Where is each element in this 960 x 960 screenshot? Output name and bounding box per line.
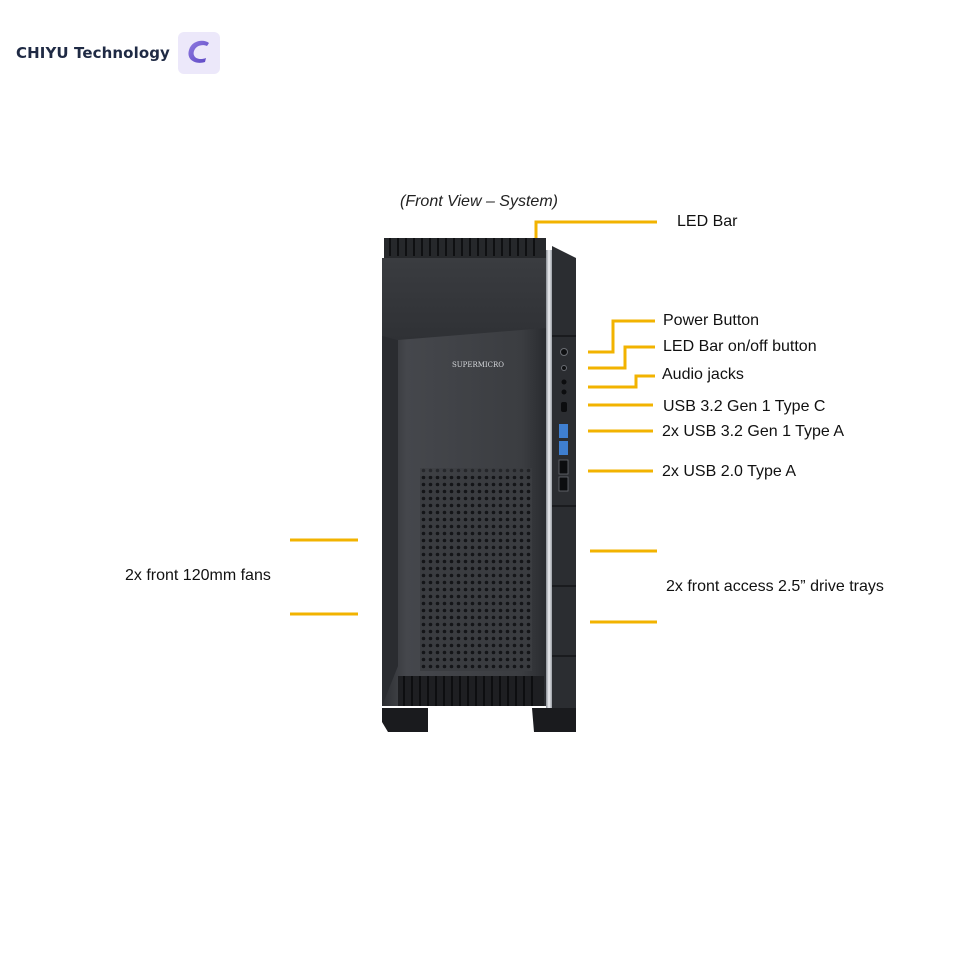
brand-logo-icon	[177, 32, 220, 74]
label-led-bar: LED Bar	[677, 213, 738, 230]
chassis-foot-left	[382, 708, 428, 732]
label-usb-32-a: 2x USB 3.2 Gen 1 Type A	[662, 423, 845, 440]
label-audio-jacks: Audio jacks	[662, 366, 744, 383]
chassis-logo: SUPERMICRO	[452, 361, 504, 369]
tower-chassis-image: SUPERMICRO	[382, 238, 576, 732]
audio-jack-icon	[561, 379, 567, 385]
leader-power-button	[588, 319, 655, 354]
label-drive-trays: 2x front access 2.5” drive trays	[666, 578, 884, 595]
label-led-bar-toggle: LED Bar on/off button	[663, 338, 817, 355]
usb-20-port-icon	[558, 459, 569, 475]
label-usb-20-a: 2x USB 2.0 Type A	[662, 463, 797, 480]
label-usb-c: USB 3.2 Gen 1 Type C	[663, 398, 826, 415]
usb-32-port-icon	[559, 424, 568, 438]
leader-audio-jacks	[588, 374, 655, 389]
label-front-fans: 2x front 120mm fans	[125, 567, 271, 584]
power-button-icon	[560, 348, 568, 356]
chassis-foot-right	[532, 708, 576, 732]
fan-mesh	[420, 476, 532, 671]
top-vent	[384, 238, 546, 258]
brand-header: CHIYU Technology	[16, 32, 220, 74]
leader-led-toggle	[588, 345, 655, 370]
led-strip	[546, 250, 552, 714]
brand-name: CHIYU Technology	[16, 44, 170, 62]
diagram-caption: (Front View – System)	[400, 193, 558, 210]
label-power-button: Power Button	[663, 312, 760, 329]
usb-c-port-icon	[561, 402, 567, 412]
